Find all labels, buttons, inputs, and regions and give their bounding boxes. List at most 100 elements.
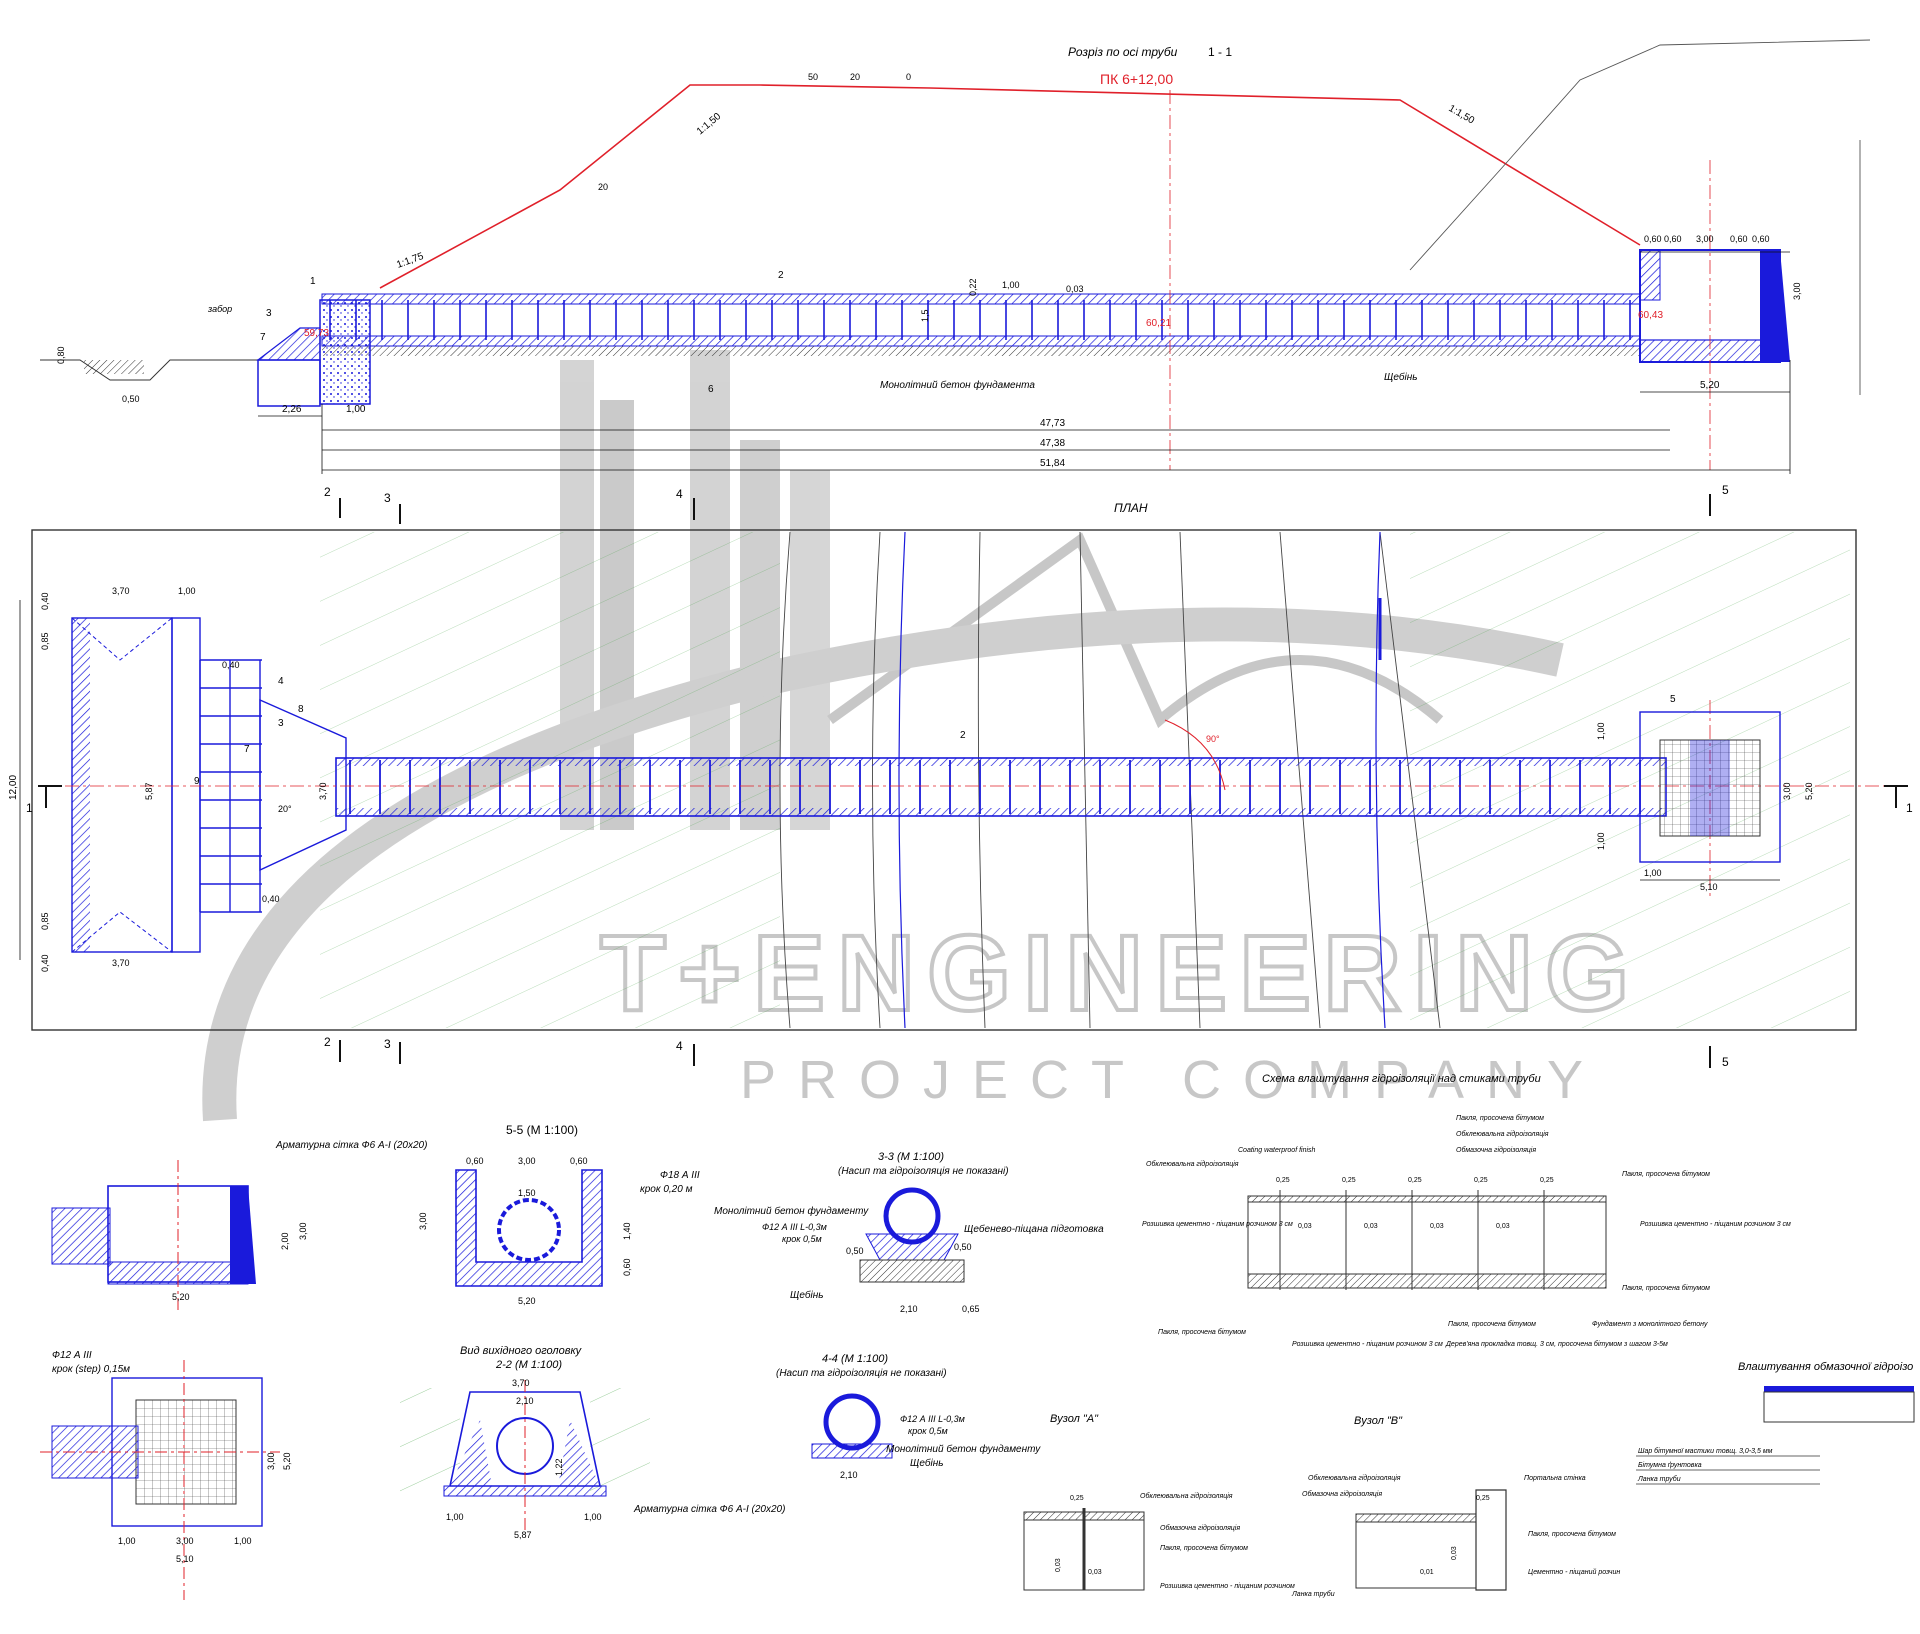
fence-label: забор <box>207 304 232 314</box>
elev-right: 60,43 <box>1638 310 1663 321</box>
section-4-4-gravel: Щебінь <box>910 1457 944 1469</box>
pipe-plan-bottom <box>336 808 1666 816</box>
pipe-plan-top <box>336 758 1666 766</box>
section-5-5-body <box>455 1169 603 1287</box>
outlet-view-dim-210: 2,10 <box>516 1396 534 1406</box>
slope-inlet: 1:1,75 <box>395 251 425 271</box>
wp-label-7: Розшивка цементно - піщаним розчином 3 с… <box>1640 1220 1791 1228</box>
wp-label-10: Фундамент з монолітного бетону <box>1592 1320 1708 1328</box>
plan-dim-100: 1,00 <box>178 586 196 596</box>
plan-dim-right-100a: 1,00 <box>1596 722 1606 740</box>
terrain-hatch-right <box>1410 532 1850 1028</box>
left-ground <box>40 359 260 381</box>
plan-view: ПЛАН <box>8 483 1913 1069</box>
pos-7: 7 <box>260 332 266 343</box>
plan-dim-085-bottom: 0,85 <box>40 912 50 930</box>
svg-text:5: 5 <box>1722 1055 1729 1069</box>
section-5-5-dim-150: 1,50 <box>518 1188 536 1198</box>
svg-text:1: 1 <box>26 801 33 815</box>
dim-head-060b: 0,60 <box>1664 234 1682 244</box>
inlet-apron-edge <box>72 618 90 952</box>
plan-dim-right-100c: 1,00 <box>1644 868 1662 878</box>
dim-050: 0,50 <box>122 394 140 404</box>
section-5-5-pipe <box>497 1198 561 1262</box>
pipe-top-hatch <box>321 293 1641 305</box>
slope-left: 1:1,50 <box>695 111 724 138</box>
dim-4738: 47,38 <box>1040 438 1065 449</box>
foundation-label: Монолітний бетон фундамента <box>880 379 1035 391</box>
section-3-3-dim-065: 0,65 <box>962 1304 980 1314</box>
plan-dim-right-510: 5,10 <box>1700 882 1718 892</box>
cut-marker-5-bottom: 5 <box>1709 1046 1729 1069</box>
axis-marker-right: 1 <box>1884 785 1913 815</box>
outlet-view-dim-122: 1,22 <box>554 1458 564 1476</box>
section-4-4-base <box>811 1443 893 1459</box>
head-plan-rebar: Ф12 А III <box>52 1350 92 1361</box>
wp-label-5: Пакля, просочена бітумом <box>1622 1170 1710 1178</box>
plan-pos-4: 4 <box>278 676 284 687</box>
head-dim-200: 2,00 <box>280 1232 290 1250</box>
waterproof-title: Схема влаштування гідроізоляції над стик… <box>1262 1073 1541 1085</box>
wp-label-0: Coating waterproof finish <box>1238 1147 1316 1154</box>
section-5-5-dim-060c: 0,60 <box>622 1258 632 1276</box>
cut-marker-5-top: 5 <box>1709 483 1729 516</box>
wp-label-9: Пакля, просочена бітумом <box>1158 1328 1246 1336</box>
dim-head-300: 3,00 <box>1696 234 1714 244</box>
wp-dim-4: 0,25 <box>1540 1177 1554 1184</box>
watermark-bridge <box>827 532 1444 729</box>
node-a-label-1: Обмазочна гідроізоляція <box>1160 1524 1240 1532</box>
head-plan-rebar-step: крок (step) 0,15м <box>52 1364 130 1375</box>
wp-label-2: Пакля, просочена бітумом <box>1456 1114 1544 1122</box>
outlet-view-embank-right <box>590 1388 650 1498</box>
gravel-label: Щебінь <box>1384 371 1418 383</box>
plan-dim-040-top: 0,40 <box>40 592 50 610</box>
plan-pos-9: 9 <box>194 776 200 787</box>
section-5-5-rebar: Ф18 А III <box>660 1170 700 1181</box>
section-1-1-cut-label: 1 - 1 <box>1208 45 1232 59</box>
wp-label-4: Обмазочна гідроізоляція <box>1456 1146 1536 1154</box>
wp-label-12: Розшивка цементно - піщаним розчином 3 с… <box>1292 1340 1443 1348</box>
section-3-3-rebar-step: крок 0,5м <box>782 1234 822 1244</box>
plan-dim-1200: 12,00 <box>8 775 19 800</box>
section-5-5-dim-300: 3,00 <box>518 1156 536 1166</box>
plan-dim-right-520: 5,20 <box>1804 782 1814 800</box>
plan-title: ПЛАН <box>1114 501 1148 515</box>
outlet-view-embank-left <box>400 1388 460 1498</box>
outlet-well-plan-core <box>1690 740 1730 836</box>
left-ditch-hatch <box>84 360 144 374</box>
pos-1: 1 <box>310 276 316 287</box>
node-b-label-1: Обмазочна гідроізоляція <box>1302 1490 1382 1498</box>
plan-dim-040-b: 0,40 <box>262 894 280 904</box>
dim-100: 1,00 <box>346 404 366 415</box>
svg-text:3: 3 <box>384 1037 391 1051</box>
head-plan-dim-300: 3,00 <box>176 1536 194 1546</box>
outlet-view-wing-right <box>558 1420 600 1486</box>
outlet-view-2-2: Вид вихідного оголовку 2-2 (М 1:100) Арм… <box>400 1345 785 1540</box>
section-5-5-dim-520: 5,20 <box>518 1296 536 1306</box>
dim-100-top: 1,00 <box>1002 280 1020 290</box>
outlet-well-left-wall <box>1639 249 1661 301</box>
plan-dim-370-bottom: 3,70 <box>112 958 130 968</box>
section-4-4-foundation: Монолітний бетон фундаменту <box>886 1443 1041 1455</box>
plan-dim-040-bottom: 0,40 <box>40 954 50 972</box>
terrain-line <box>1409 39 1871 271</box>
wp-dim-2: 0,25 <box>1408 1177 1422 1184</box>
dim-003: 0,03 <box>1066 284 1084 294</box>
section-5-5-dim-140: 1,40 <box>622 1222 632 1240</box>
head-plan-dim-300-side: 3,00 <box>266 1452 276 1470</box>
rebar-mesh-label: Арматурна сітка Ф6 А-I (20x20) <box>275 1140 427 1151</box>
section-3-3-sand: Щебенево-піщана підготовка <box>964 1223 1104 1235</box>
embankment-line <box>379 84 1641 289</box>
watermark-subtitle: PROJECT COMPANY <box>740 1050 1605 1110</box>
outlet-well-plan-grid <box>1659 739 1761 837</box>
section-1-1: Розріз по осі труби 1 - 1 ПК 6+12,00 1:1… <box>40 39 1871 474</box>
cut-marker-2-top: 2 <box>324 485 341 518</box>
wp-dim-7: 0,03 <box>1430 1223 1444 1230</box>
outlet-view-dim-587: 5,87 <box>514 1530 532 1540</box>
node-b-layer <box>1355 1513 1477 1523</box>
plan-pos-3: 3 <box>278 718 284 729</box>
outlet-well-wall <box>1760 250 1790 362</box>
pipe-bottom-hatch <box>321 335 1641 347</box>
dim-226: 2,26 <box>282 404 302 415</box>
